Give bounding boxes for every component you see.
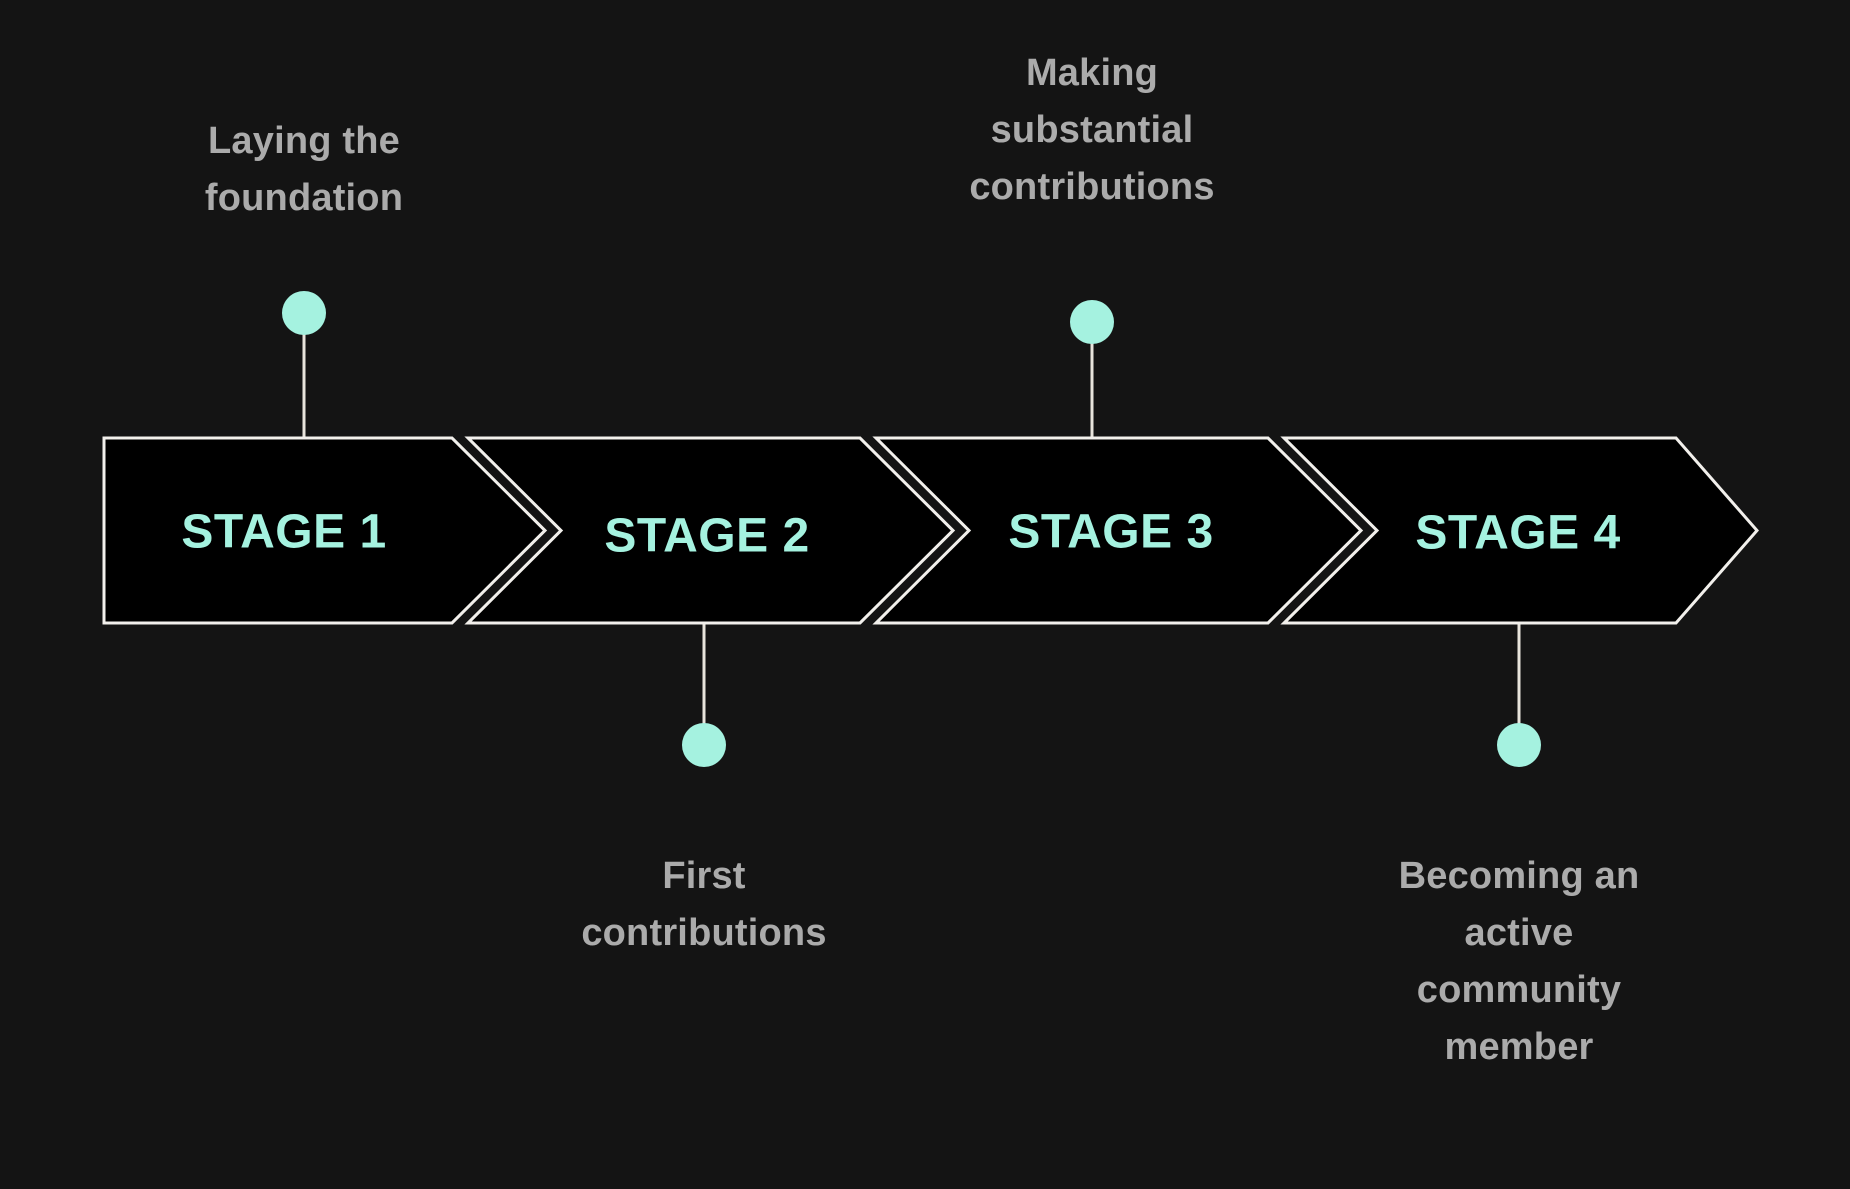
stage-2-callout: First contributions — [581, 855, 827, 954]
stage-1-arrow[interactable] — [102, 436, 548, 625]
stage-4-label: STAGE 4 — [1415, 506, 1621, 560]
stage-4-arrow[interactable] — [1280, 436, 1759, 625]
marker-dots — [282, 291, 1541, 767]
stage-2-arrow[interactable] — [464, 436, 956, 625]
stage-4-marker-dot[interactable] — [1497, 723, 1541, 767]
stage-2-label: STAGE 2 — [604, 509, 810, 563]
stage-3-marker-dot[interactable] — [1070, 300, 1114, 344]
stage-3-callout: Making substantial contributions — [969, 52, 1215, 208]
stage-1-marker-dot[interactable] — [282, 291, 326, 335]
stage-1-callout: Laying the foundation — [204, 120, 404, 219]
stage-4-callout: Becoming an active community member — [1398, 855, 1640, 1068]
stage-1-label: STAGE 1 — [181, 505, 387, 559]
stage-arrow-shapes — [102, 436, 1759, 625]
stage-3-arrow[interactable] — [872, 436, 1364, 625]
stage-3-label: STAGE 3 — [1008, 505, 1214, 559]
stage-2-marker-dot[interactable] — [682, 723, 726, 767]
